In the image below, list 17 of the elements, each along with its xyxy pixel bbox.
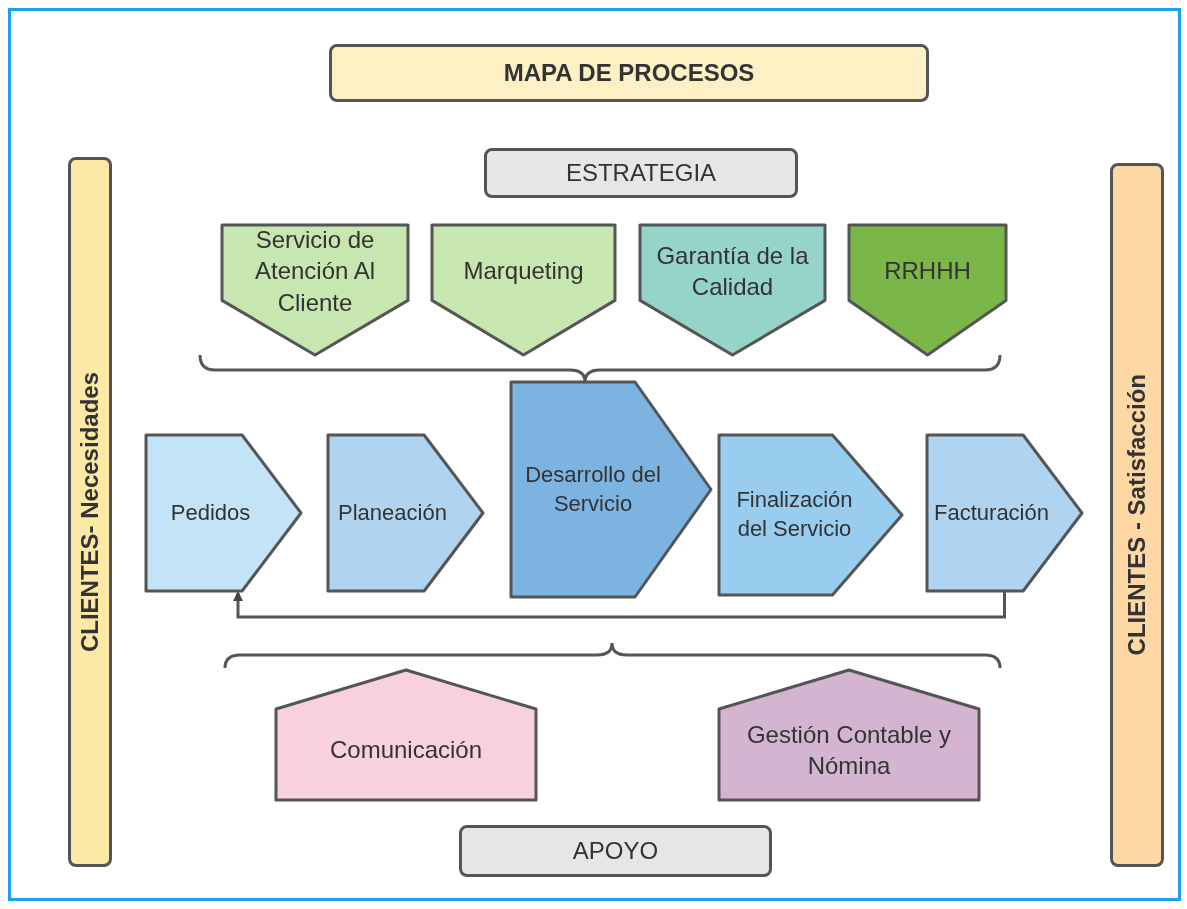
strategic-process-shape: RRHHH [849,225,1006,355]
arrow [233,591,1006,619]
title-box: MAPA DE PROCESOS [329,44,929,102]
side-bar: CLIENTES- Necesidades [68,157,112,867]
category-box: APOYO [459,825,772,877]
support-process-shape: Gestión Contable y Nómina [719,670,979,800]
strategic-process-shape: Garantía de la Calidad [640,225,825,355]
process-step-shape: Finalización del Servicio [719,435,902,595]
process-step-shape: Pedidos [146,435,301,591]
process-step-shape: Planeación [328,435,483,591]
side-bar: CLIENTES - Satisfacción [1110,163,1164,867]
category-box: ESTRATEGIA [484,148,798,198]
strategic-process-shape: Marqueting [432,225,615,355]
support-process-shape: Comunicación [276,670,536,800]
process-step-shape: Facturación [927,435,1082,591]
strategic-process-shape: Servicio de Atención Al Cliente [222,225,408,355]
process-step-shape: Desarrollo del Servicio [511,382,711,597]
